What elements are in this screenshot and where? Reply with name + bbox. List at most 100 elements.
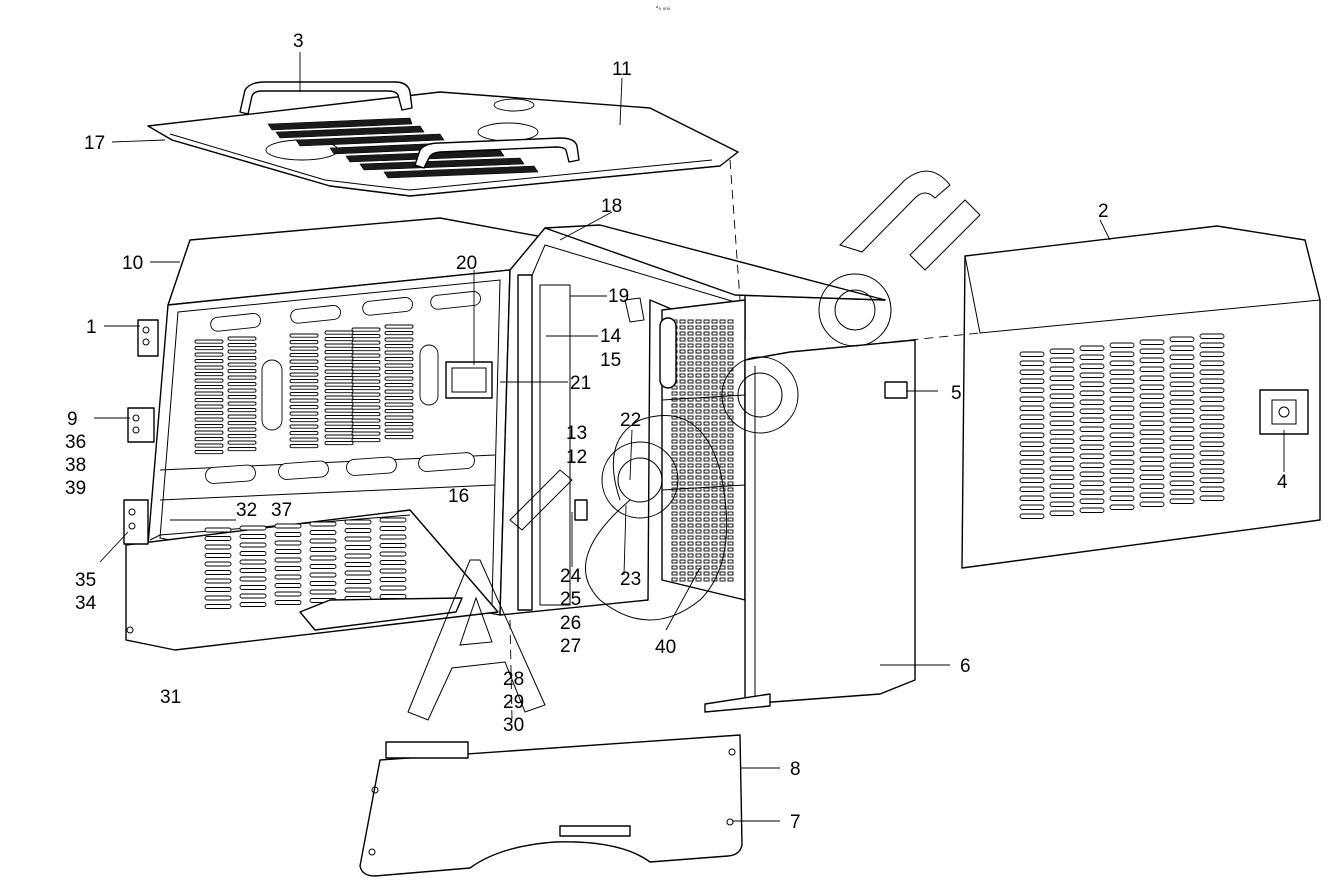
mesh-cell [711, 547, 718, 552]
mesh-cell [695, 505, 702, 510]
mesh-cell [711, 445, 718, 450]
mesh-cell [703, 397, 710, 402]
mesh-cell [671, 499, 678, 504]
side-cover-vent-grid [1019, 333, 1225, 519]
mesh-cell [727, 397, 734, 402]
callout-30: 30 [503, 715, 524, 736]
vent-slot [384, 415, 414, 420]
mesh-cell [687, 427, 694, 432]
vent-slot [227, 356, 257, 361]
mesh-cell [727, 463, 734, 468]
vent-slot [1049, 348, 1075, 354]
mesh-cell [679, 361, 686, 366]
vent-slot [1139, 429, 1165, 435]
vent-slot [324, 356, 354, 361]
vent-slot [204, 604, 232, 609]
callout-37: 37 [271, 500, 292, 521]
callout-28: 28 [503, 669, 524, 690]
vent-slot [1199, 378, 1225, 384]
vent-slot [324, 389, 354, 394]
vent-slot [204, 544, 232, 550]
mesh-cell [711, 409, 718, 414]
vent-slot [227, 343, 257, 348]
vent-slot [1169, 372, 1195, 378]
mesh-cell [679, 517, 686, 522]
mesh-cell [687, 499, 694, 504]
mesh-cell [711, 463, 718, 468]
vent-slot [1079, 354, 1105, 360]
vent-slot [1139, 357, 1165, 363]
mesh-cell [671, 439, 678, 444]
mesh-cell [679, 379, 686, 384]
mesh-cell [679, 331, 686, 336]
mesh-cell [679, 511, 686, 516]
vent-slot [344, 587, 372, 593]
mesh-cell [703, 565, 710, 570]
mesh-cell [695, 457, 702, 462]
vent-slot [289, 385, 319, 390]
vent-slot [1169, 453, 1195, 459]
mesh-cell [687, 469, 694, 474]
mesh-cell [679, 577, 686, 582]
vent-slot [1199, 450, 1225, 456]
vent-slot [384, 435, 414, 440]
vent-slot [239, 576, 267, 582]
mesh-cell [695, 541, 702, 546]
vent-slot [384, 396, 414, 401]
vent-slot [1019, 441, 1045, 447]
vent-slot [1199, 414, 1225, 420]
mesh-cell [711, 493, 718, 498]
mesh-cell [719, 517, 726, 522]
mesh-cell [679, 397, 686, 402]
vent-slot [239, 525, 267, 531]
mesh-cell [671, 529, 678, 534]
mesh-cell [703, 415, 710, 420]
vent-slot [1109, 396, 1135, 402]
vent-slot [1079, 363, 1105, 369]
mesh-cell [727, 529, 734, 534]
vent-slot [1169, 390, 1195, 396]
vent-slot [1049, 366, 1075, 372]
mesh-cell [711, 367, 718, 372]
vent-slot [1109, 414, 1135, 420]
vent-slot [289, 366, 319, 371]
mesh-cell [719, 553, 726, 558]
mesh-cell [679, 451, 686, 456]
mesh-cell [671, 547, 678, 552]
callout-2: 2 [1098, 201, 1109, 222]
vent-slot [351, 405, 381, 410]
callout-21: 21 [570, 373, 591, 394]
mesh-cell [687, 337, 694, 342]
vent-slot [344, 545, 372, 550]
vent-slot [1109, 486, 1135, 492]
callout-16: 16 [448, 486, 469, 507]
mesh-cell [703, 349, 710, 354]
vent-slot [351, 334, 381, 339]
alignment-line [729, 159, 741, 301]
mesh-cell [671, 559, 678, 564]
vent-slot [274, 600, 302, 605]
mesh-cell [687, 457, 694, 462]
vent-slot [1049, 411, 1075, 417]
mesh-cell [719, 331, 726, 336]
vent-slot [227, 427, 257, 432]
vent-slot [384, 363, 414, 368]
mesh-cell [727, 475, 734, 480]
mesh-cell [711, 559, 718, 564]
vent-slot [324, 415, 354, 420]
vent-slot [1139, 456, 1165, 462]
mesh-cell [679, 373, 686, 378]
vent-slot [1019, 414, 1045, 420]
mesh-cell [727, 319, 734, 324]
vent-slot [1169, 381, 1195, 387]
mesh-cell [695, 451, 702, 456]
alignment-line [509, 619, 513, 721]
mesh-cell [687, 559, 694, 564]
vent-slot [194, 450, 224, 455]
mesh-cell [727, 523, 734, 528]
vent-slot [1139, 438, 1165, 444]
vent-slot [384, 428, 414, 433]
callout-17: 17 [84, 133, 105, 154]
mesh-cell [679, 499, 686, 504]
mesh-cell [679, 421, 686, 426]
